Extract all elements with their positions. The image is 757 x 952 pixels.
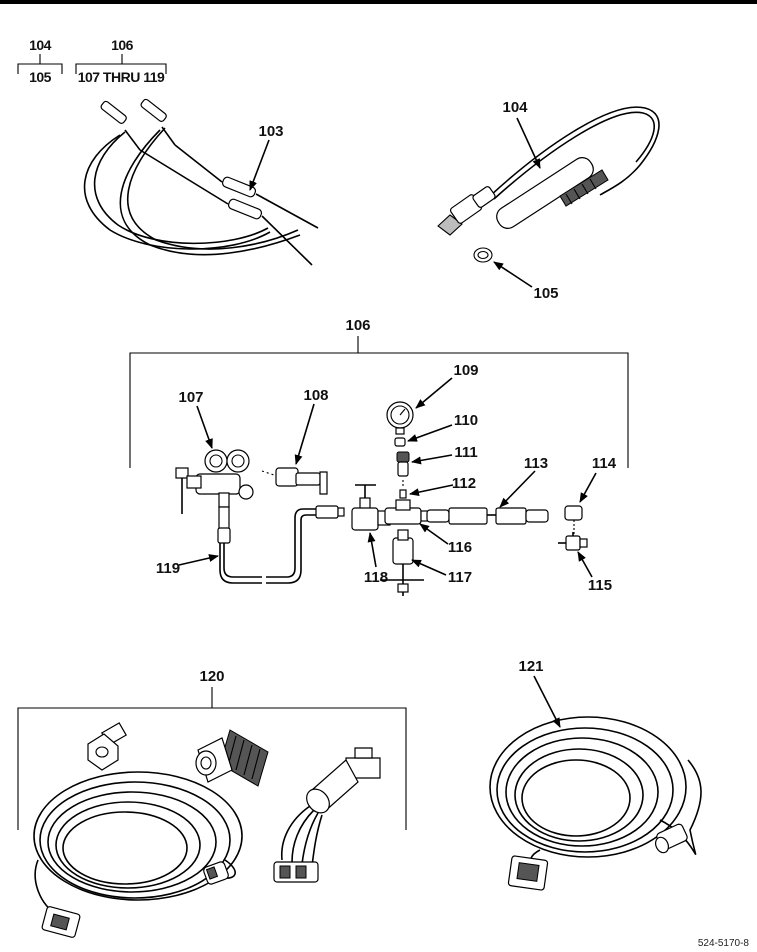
part-121-extension-cable xyxy=(489,716,702,891)
key-label-105: 105 xyxy=(29,69,52,85)
part-114-cap xyxy=(564,505,583,521)
part-120-sensor-fitting xyxy=(195,729,269,787)
callout-113: 113 xyxy=(524,455,548,472)
part-108-adapter xyxy=(261,467,328,495)
part-110-fitting xyxy=(394,437,406,447)
callout-104: 104 xyxy=(502,99,528,116)
callout-119: 119 xyxy=(156,560,180,577)
callout-120: 120 xyxy=(199,668,224,685)
callout-108: 108 xyxy=(303,387,328,404)
part-112-nipple xyxy=(399,480,407,499)
callout-103: 103 xyxy=(258,123,283,140)
callout-105: 105 xyxy=(533,285,558,302)
part-120-harness-coil xyxy=(33,771,243,938)
callout-111: 111 xyxy=(454,444,477,461)
part-107-pressure-regulator xyxy=(175,449,254,514)
part-113-tube-assembly xyxy=(426,507,549,525)
part-111-quick-disconnect xyxy=(396,451,410,477)
key-label-107-thru-119: 107 THRU 119 xyxy=(78,69,165,85)
top-rule xyxy=(0,0,757,4)
figure-id: 524-5170-8 xyxy=(698,938,750,949)
callout-109: 109 xyxy=(453,362,478,379)
part-103-probe-leads xyxy=(83,98,319,266)
part-118-valve-tee xyxy=(351,484,391,531)
part-115-bleed-valve xyxy=(558,520,588,551)
callout-110: 110 xyxy=(454,412,478,429)
callout-112: 112 xyxy=(452,475,476,492)
callout-107: 107 xyxy=(178,389,203,406)
key-label-104: 104 xyxy=(29,37,52,53)
callout-114: 114 xyxy=(592,455,617,472)
part-104-temperature-probe xyxy=(437,106,660,236)
bracket-106: 106 xyxy=(129,317,629,468)
part-109-pressure-gauge xyxy=(386,401,414,435)
part-120-pressure-transducer xyxy=(273,747,381,883)
part-120-reducer-fitting xyxy=(87,722,127,771)
callout-118: 118 xyxy=(364,569,388,586)
part-117-shutoff-valve xyxy=(380,529,424,596)
key-label-106: 106 xyxy=(111,37,134,53)
part-116-tee xyxy=(384,499,430,525)
part-119-hose xyxy=(217,505,345,584)
callout-121: 121 xyxy=(518,658,543,675)
part-105-o-ring xyxy=(473,247,493,263)
callout-117: 117 xyxy=(448,569,472,586)
callout-116: 116 xyxy=(448,539,472,556)
callout-115: 115 xyxy=(588,577,612,594)
bracket-120: 120 xyxy=(17,668,407,830)
header-key: 104 105 106 107 THRU 119 xyxy=(17,37,167,85)
callout-106: 106 xyxy=(345,317,370,334)
